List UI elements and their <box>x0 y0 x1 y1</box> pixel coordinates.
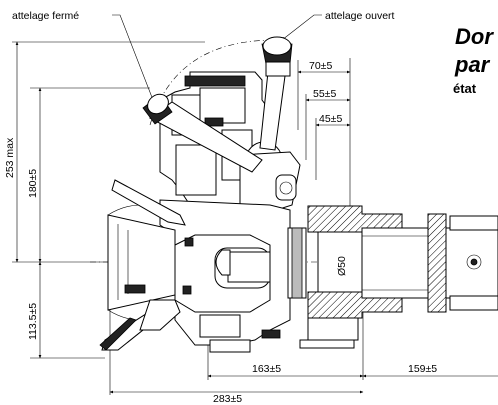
dim-dia50-label: Ø50 <box>336 256 348 276</box>
heading-line-3: état <box>453 81 477 96</box>
dim-55-label: 55±5 <box>313 88 336 100</box>
dim-283-label: 283±5 <box>213 393 242 405</box>
heading-line-2: par <box>454 52 491 77</box>
vertical-dimensions <box>12 41 205 359</box>
coupling-body <box>159 71 307 353</box>
shank <box>299 205 498 349</box>
top-dimensions <box>297 58 351 210</box>
callout-closed-leader <box>112 14 161 119</box>
heading-line-1: Dor <box>455 24 494 49</box>
dim-45-label: 45±5 <box>319 113 342 125</box>
dim-180-label: 180±5 <box>27 169 39 198</box>
dim-159-label: 159±5 <box>408 363 437 375</box>
dim-163-label: 163±5 <box>252 363 281 375</box>
callout-closed: attelage fermé <box>12 10 79 22</box>
lever-closed <box>142 93 263 173</box>
callout-open: attelage ouvert <box>325 10 395 22</box>
callout-open-leader <box>281 14 322 41</box>
lever-swing-arc <box>149 39 276 126</box>
dim-113-label: 113.5±5 <box>27 303 39 340</box>
lever-open <box>259 36 293 151</box>
dim-253-label: 253 max <box>4 137 16 178</box>
dim-70-label: 70±5 <box>309 60 332 72</box>
coupling-mouth <box>99 179 186 351</box>
